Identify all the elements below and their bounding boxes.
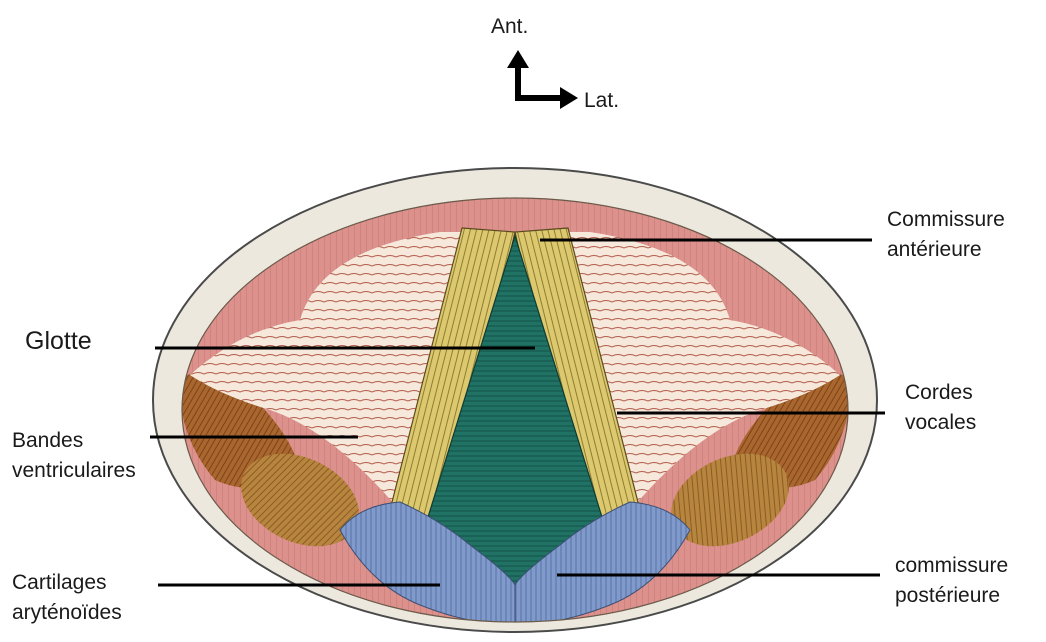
lateral-label: Lat. [584, 86, 619, 116]
label-line: vocales [905, 408, 976, 438]
label-line: Cordes [905, 378, 976, 408]
label-line: postérieure [895, 581, 1008, 611]
orientation-arrows [507, 50, 578, 109]
label-line: Commissure [887, 205, 1005, 235]
label-cartilages-arytenoides: Cartilages aryténoïdes [12, 568, 122, 628]
label-line: Bandes [12, 426, 136, 456]
label-line: ventriculaires [12, 456, 136, 486]
label-line: Cartilages [12, 568, 122, 598]
label-line: antérieure [887, 235, 1005, 265]
label-glotte: Glotte [25, 326, 92, 356]
label-line: commissure [895, 551, 1008, 581]
label-bandes-ventriculaires: Bandes ventriculaires [12, 426, 136, 486]
anterior-label: Ant. [491, 12, 528, 42]
label-line: aryténoïdes [12, 598, 122, 628]
label-cordes-vocales: Cordes vocales [905, 378, 976, 438]
label-commissure-anterieure: Commissure antérieure [887, 205, 1005, 265]
label-commissure-posterieure: commissure postérieure [895, 551, 1008, 611]
